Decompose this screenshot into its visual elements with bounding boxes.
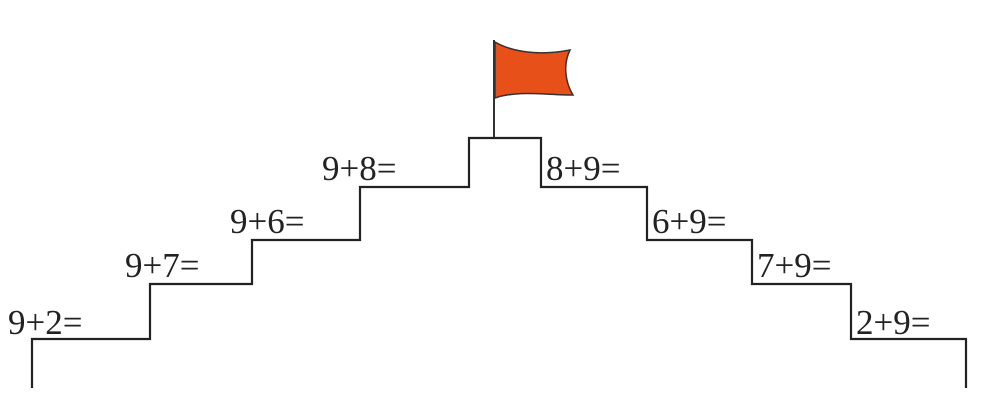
equation-right-1: 2+9= [856,303,930,342]
equation-left-2: 9+7= [125,246,199,285]
equation-left-4: 9+8= [322,149,396,188]
equation-right-3: 6+9= [652,202,726,241]
equation-left-1: 9+2= [8,303,82,342]
equation-right-2: 7+9= [757,246,831,285]
flag-icon [493,40,575,138]
staircase-outline [30,136,968,388]
equation-right-4: 8+9= [546,149,620,188]
flag-cloth [494,40,575,100]
equation-left-3: 9+6= [230,202,304,241]
